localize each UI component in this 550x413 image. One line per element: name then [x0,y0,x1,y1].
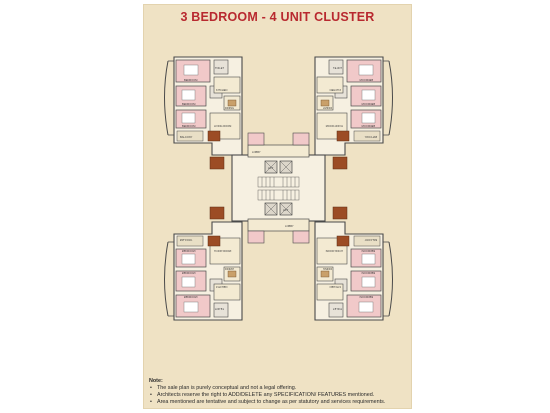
unit-bottom-left [163,221,243,321]
note-item: • The sale plan is purely conceptual and … [149,385,411,392]
bullet-icon: • [150,392,152,398]
unit-bottom-right [314,221,394,321]
note-text: Architects reserve the right to ADD/DELE… [157,392,375,398]
svg-text:LIFT: LIFT [268,166,274,170]
svg-text:LOBBY: LOBBY [285,224,294,228]
unit-top-right [314,56,394,156]
svg-text:LOBBY: LOBBY [252,150,261,154]
bullet-icon: • [150,385,152,391]
notes-heading: Note: [149,378,163,384]
notes-list: • The sale plan is purely conceptual and … [149,385,411,406]
note-text: The sale plan is purely conceptual and n… [157,385,297,391]
brochure-sheet: 3 BEDROOM - 4 UNIT CLUSTER [143,4,412,409]
bullet-icon: • [150,399,152,405]
unit-top-left [163,56,243,156]
page-title: 3 BEDROOM - 4 UNIT CLUSTER [180,10,375,24]
note-item: • Area mentioned are tentative and subjec… [149,399,411,406]
note-item: • Architects reserve the right to ADD/DEL… [149,392,411,399]
central-core: LOBBY LOBBY LIFT LIFT [209,132,348,244]
note-text: Area mentioned are tentative and subject… [157,399,386,405]
notes-block: Note: • The sale plan is purely conceptua… [149,378,411,406]
svg-text:LIFT: LIFT [283,208,289,212]
floor-plan: BEDROOM BEDROOM BEDROOM KITCHEN LIVING R… [163,56,394,321]
